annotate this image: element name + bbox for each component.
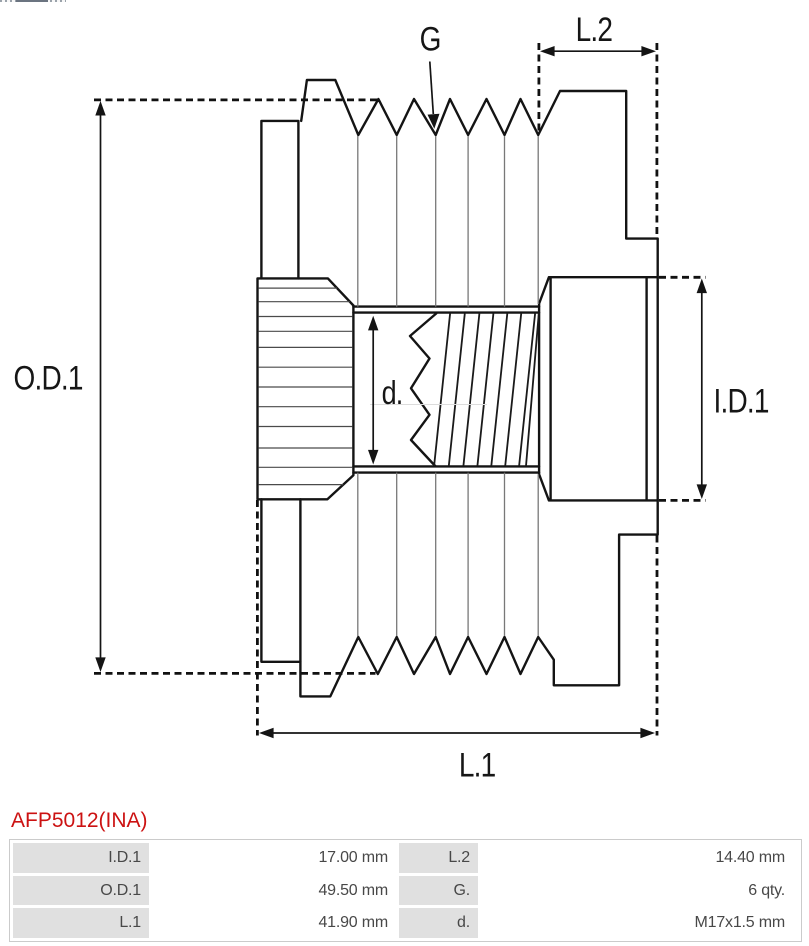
svg-text:L.2: L.2 [576, 10, 613, 48]
svg-text:I.D.1: I.D.1 [714, 382, 769, 420]
svg-text:L.1: L.1 [459, 746, 496, 784]
svg-text:O.D.1: O.D.1 [14, 359, 83, 397]
svg-text:d.: d. [382, 376, 403, 412]
svg-text:G: G [420, 20, 441, 58]
